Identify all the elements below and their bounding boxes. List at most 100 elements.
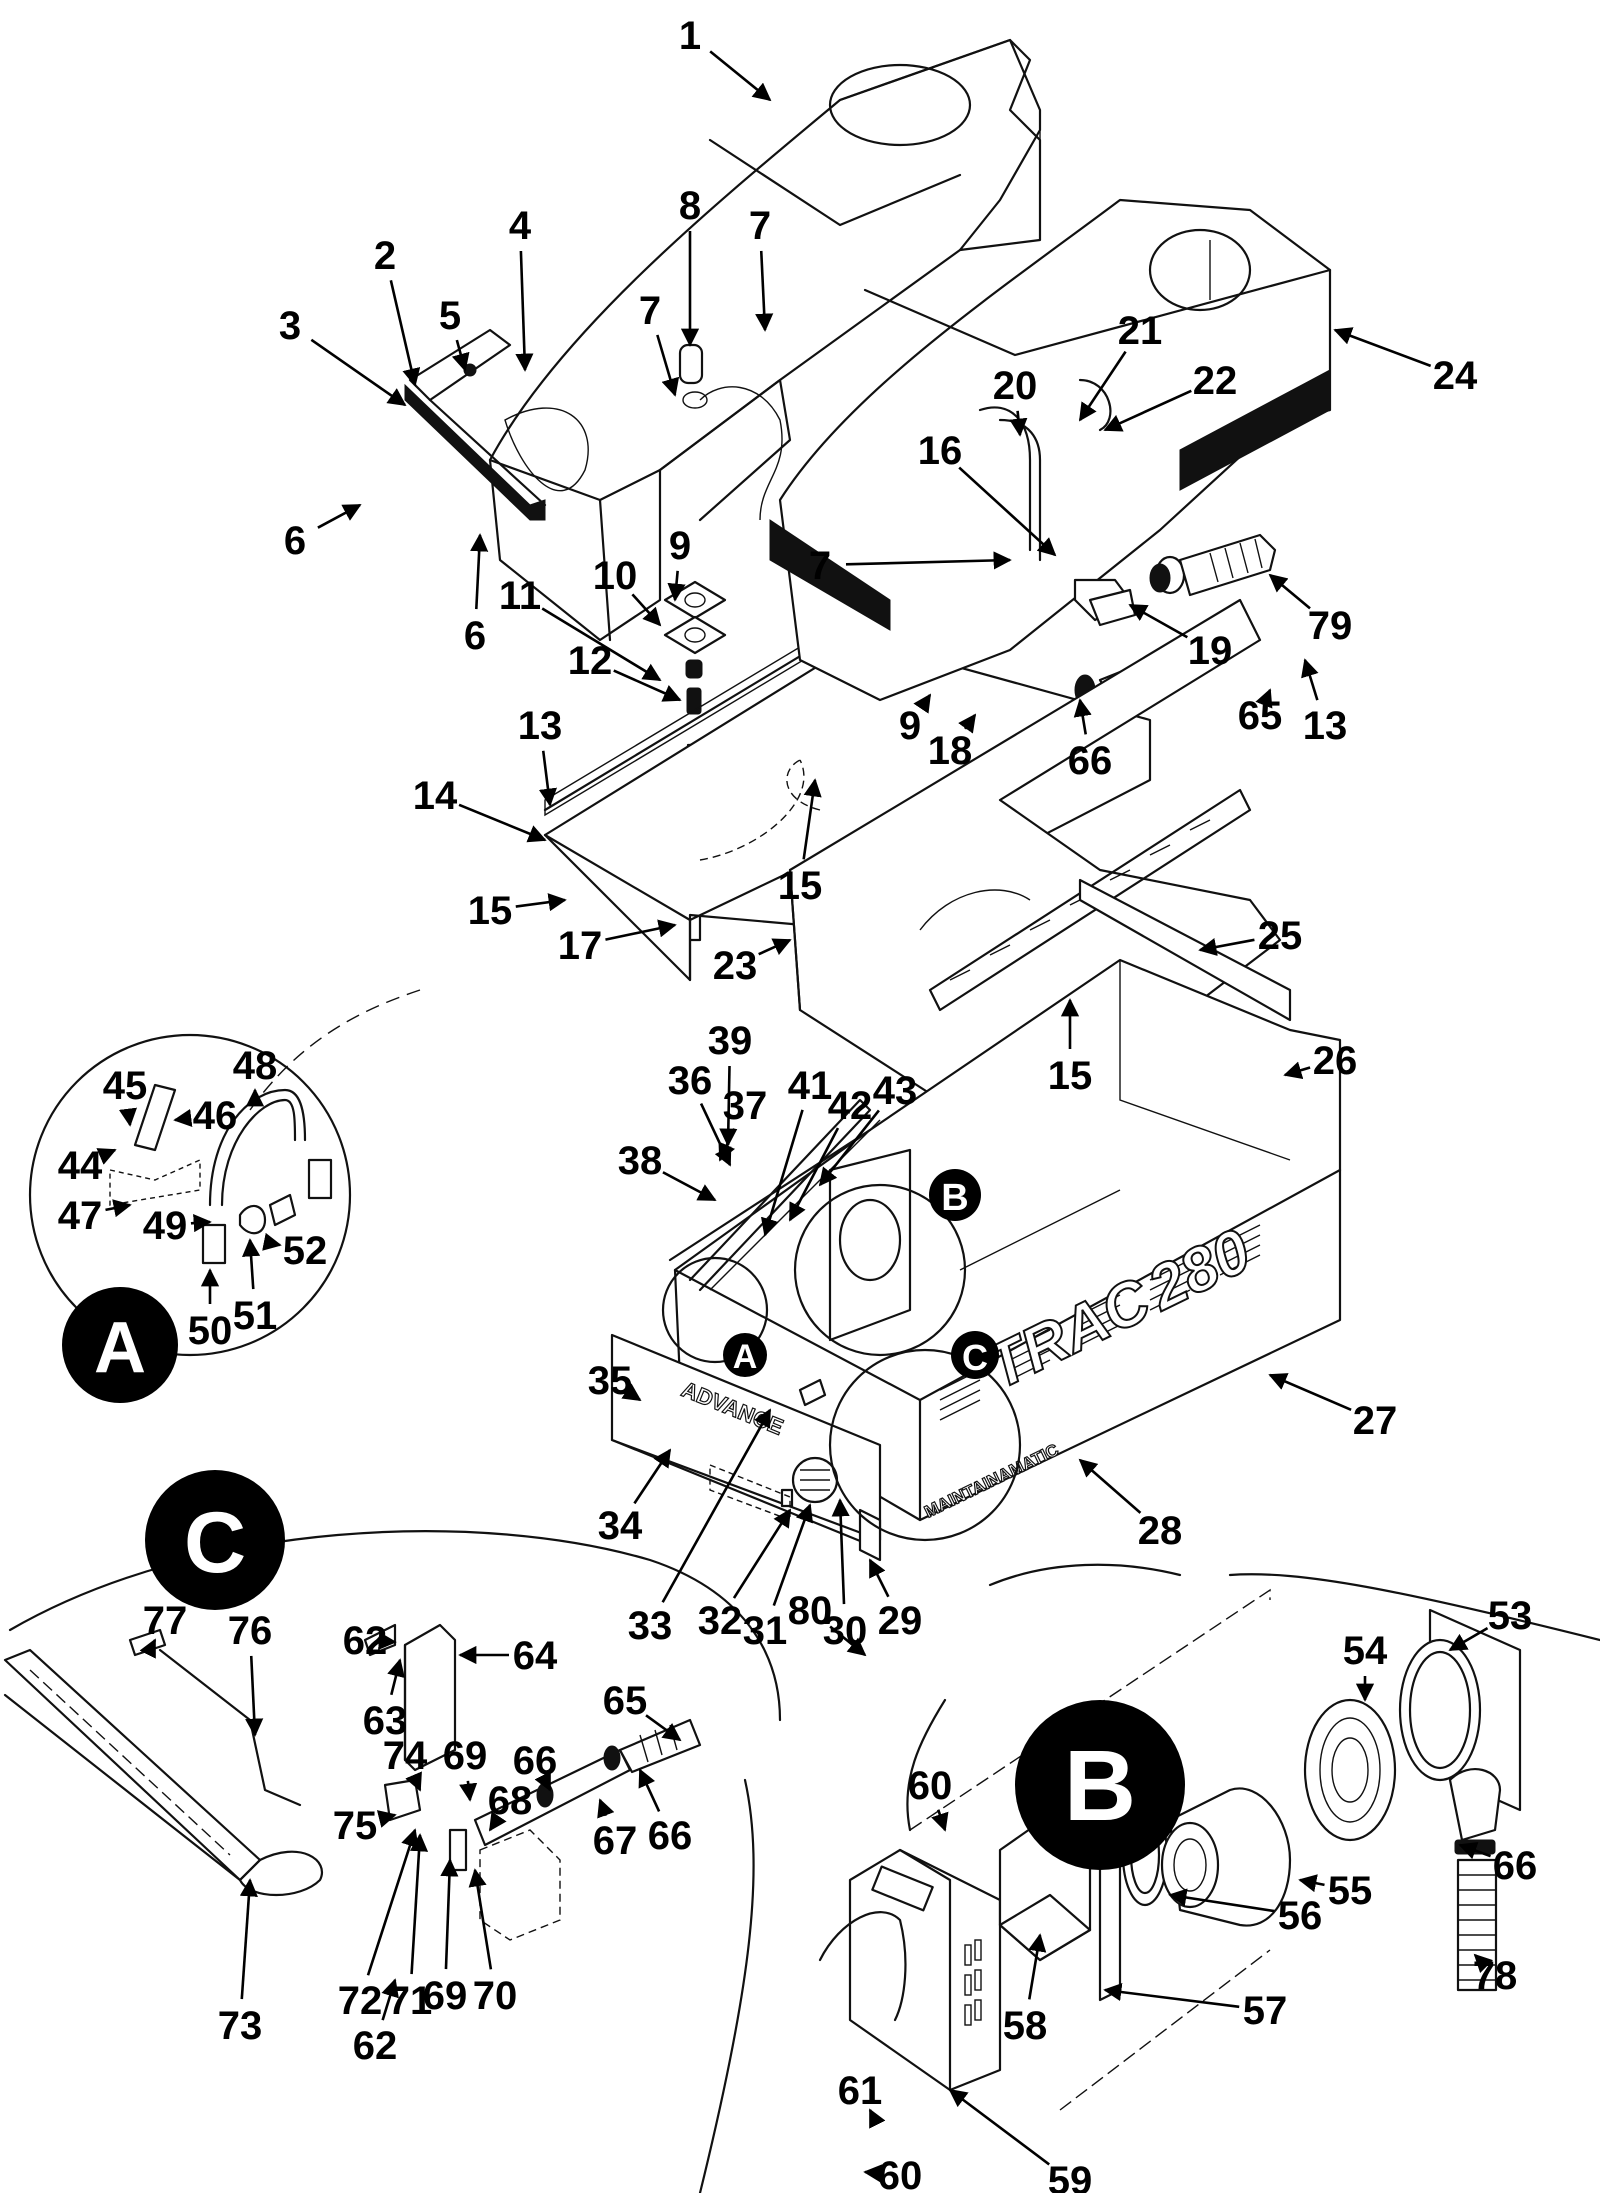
svg-text:B: B xyxy=(1064,1730,1136,1842)
callout-69: 69 xyxy=(443,1734,487,1802)
callout-leader-arrow xyxy=(831,1498,850,1605)
callout-leader-arrow xyxy=(1103,1983,1240,2009)
callout-73: 73 xyxy=(218,1878,262,2048)
callout-38: 38 xyxy=(618,1139,717,1202)
callout-53: 53 xyxy=(1448,1594,1532,1652)
callout-leader-arrow xyxy=(638,1768,661,1812)
callout-number: 54 xyxy=(1343,1629,1388,1673)
callout-number: 15 xyxy=(778,864,823,908)
callout-leader-arrow xyxy=(245,1655,264,1737)
callout-number: 60 xyxy=(908,1764,953,1808)
callout-leader-arrow xyxy=(661,1408,772,1603)
svg-text:A: A xyxy=(733,1338,758,1376)
callout-number: 70 xyxy=(473,1974,518,2018)
callout-leader-arrow xyxy=(621,1383,642,1402)
callout-3: 3 xyxy=(279,304,407,407)
callout-leader-arrow xyxy=(597,1798,615,1819)
callout-number: 71 xyxy=(388,1979,433,2023)
callout-number: 65 xyxy=(603,1679,648,1723)
svg-text:A: A xyxy=(94,1308,146,1388)
callout-leader-arrow xyxy=(459,1780,478,1802)
callout-number: 14 xyxy=(413,774,458,818)
callout-15: 15 xyxy=(1048,998,1092,1098)
callout-number: 68 xyxy=(488,1779,533,1823)
callout-leader-arrow xyxy=(948,2088,1050,2166)
callout-76: 76 xyxy=(228,1609,272,1737)
callout-45: 45 xyxy=(103,1064,147,1127)
callout-50: 50 xyxy=(188,1268,232,1353)
callout-21: 21 xyxy=(1078,309,1162,422)
callout-number: 16 xyxy=(918,429,963,473)
callout-leader-arrow xyxy=(863,2164,883,2183)
callout-leader-arrow xyxy=(755,250,774,332)
callout-leader-arrow xyxy=(868,2108,886,2129)
callout-36: 36 xyxy=(668,1059,732,1167)
callout-number: 66 xyxy=(1068,739,1113,783)
front-control-panel: ADVANCE xyxy=(610,1333,882,1562)
callout-leader-arrow xyxy=(1458,1842,1492,1860)
callout-leader-arrow xyxy=(515,893,567,912)
callout-7: 7 xyxy=(809,544,1012,588)
callout-leader-arrow xyxy=(538,750,557,807)
callout-leader-arrow xyxy=(802,778,822,860)
hood-cover-right xyxy=(769,198,1332,702)
callout-leader-arrow xyxy=(1333,327,1432,368)
callout-number: 65 xyxy=(1238,694,1283,738)
callout-leader-arrow xyxy=(760,1109,804,1237)
callout-leader-arrow xyxy=(667,570,686,602)
callout-leader-arrow xyxy=(1073,698,1092,735)
callout-number: 72 xyxy=(338,1979,383,2023)
callout-number: 25 xyxy=(1258,914,1303,958)
callout-46: 46 xyxy=(173,1094,237,1138)
callout-leader-arrow xyxy=(1283,1061,1311,1080)
callout-64: 64 xyxy=(458,1634,558,1678)
callout-15: 15 xyxy=(468,889,567,933)
callout-number: 74 xyxy=(383,1734,428,1778)
callout-leader-arrow xyxy=(605,919,677,941)
callout-number: 69 xyxy=(423,1974,468,2018)
callout-number: 61 xyxy=(838,2069,883,2113)
callout-number: 20 xyxy=(993,364,1038,408)
callout-56: 56 xyxy=(1168,1888,1322,1938)
callout-number: 32 xyxy=(698,1599,743,1643)
callout-60: 60 xyxy=(863,2154,922,2193)
detail-marker-circles xyxy=(661,1183,1022,1542)
callout-leader-arrow xyxy=(958,713,977,734)
callout-72: 72 xyxy=(338,1828,419,2023)
callout-number: 55 xyxy=(1328,1869,1373,1913)
callout-number: 2 xyxy=(374,234,396,278)
callout-number: 47 xyxy=(58,1194,103,1238)
callout-8: 8 xyxy=(679,184,701,347)
callout-number: 80 xyxy=(788,1589,833,1633)
main-body-housing xyxy=(668,958,1342,1522)
callout-11: 11 xyxy=(499,574,662,682)
callout-leader-arrow xyxy=(405,1771,422,1792)
callout-leader-arrow xyxy=(645,1714,682,1742)
callout-number: 3 xyxy=(279,304,301,348)
callout-number: 7 xyxy=(639,289,661,333)
callout-leader-arrow xyxy=(317,503,362,529)
callout-leader-arrow xyxy=(381,1978,399,2021)
callout-27: 27 xyxy=(1268,1373,1397,1443)
detail-badge-c-small: C xyxy=(951,1331,999,1379)
callout-70: 70 xyxy=(468,1868,518,2018)
callout-number: 29 xyxy=(878,1599,923,1643)
callout-number: 77 xyxy=(143,1599,188,1643)
callout-number: 4 xyxy=(509,204,532,248)
callout-number: 67 xyxy=(593,1819,638,1863)
callout-13: 13 xyxy=(1301,658,1347,748)
callout-23: 23 xyxy=(713,938,792,988)
callout-14: 14 xyxy=(413,774,547,843)
callout-33: 33 xyxy=(628,1408,772,1648)
callout-leader-arrow xyxy=(1027,1933,1047,2000)
callout-number: 8 xyxy=(679,184,701,228)
svg-text:B: B xyxy=(941,1177,968,1219)
callout-leader-arrow xyxy=(1128,603,1188,639)
callout-number: 13 xyxy=(518,704,563,748)
callout-74: 74 xyxy=(383,1734,428,1792)
callout-leader-arrow xyxy=(96,1148,117,1165)
detail-badge-a-large: A xyxy=(62,1287,178,1403)
callout-66: 66 xyxy=(1458,1842,1537,1888)
callout-79: 79 xyxy=(1268,573,1352,648)
